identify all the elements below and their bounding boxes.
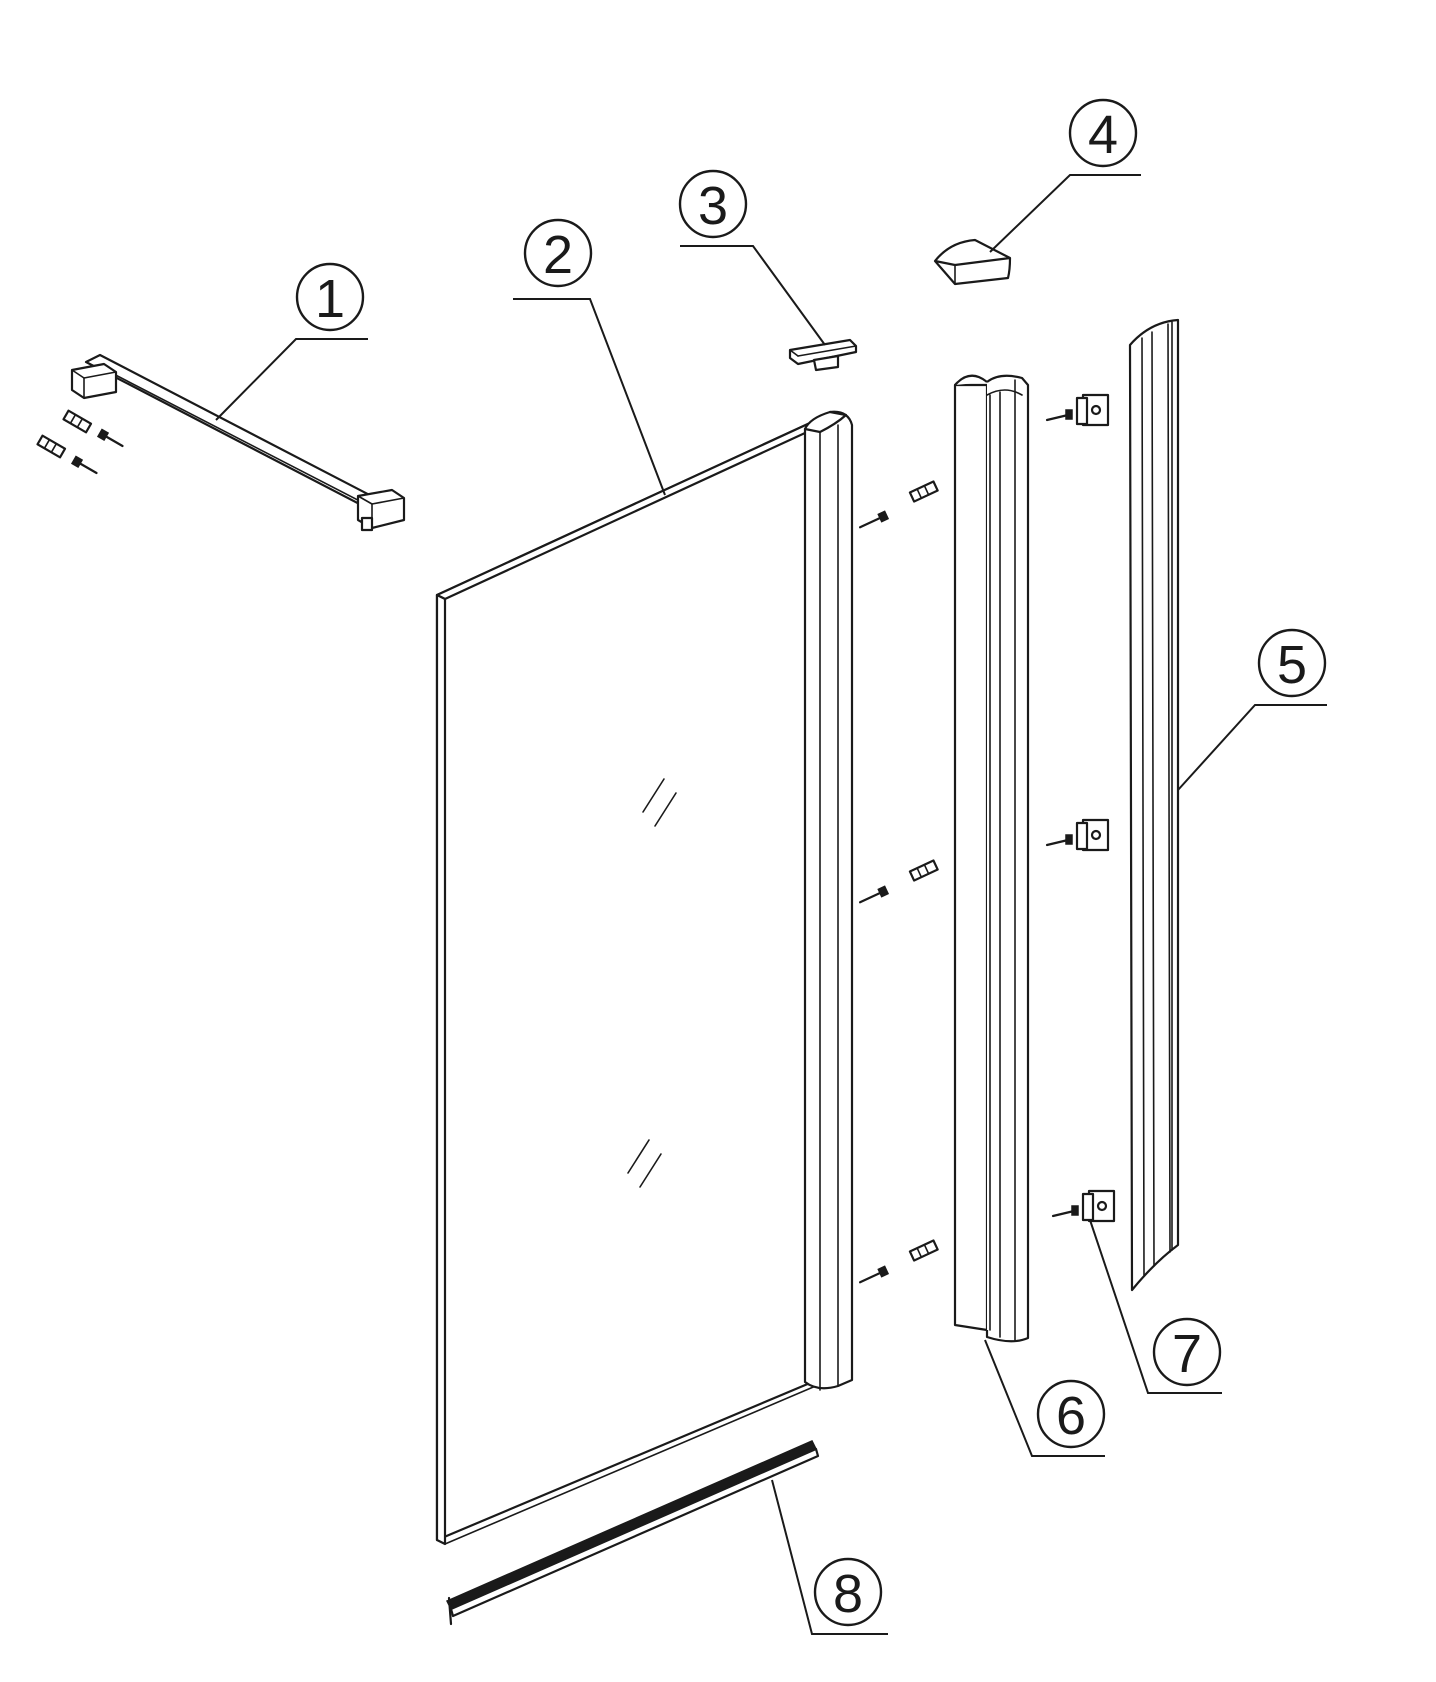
callout-5-number: 5 [1277,635,1307,695]
part-4-top-cap [933,238,1012,286]
part-7-clip-bottom [1051,1189,1116,1223]
screw-icon [858,1265,890,1284]
part-7-clip-top [1045,393,1110,427]
callout-1: 1 [295,262,365,332]
callout-6: 6 [1036,1379,1106,1449]
part-1-screws-and-plugs [36,409,124,475]
part-1-stabilizer-bar [70,353,406,532]
screw-icon [858,885,890,904]
part-3-end-cap [788,338,858,372]
screw-icon [70,455,98,475]
leader-4 [989,174,1141,253]
callout-6-number: 6 [1056,1386,1086,1446]
part-6-screws-and-plugs [858,480,939,1284]
callout-3: 3 [678,169,748,239]
part-2-wall-profile [803,410,854,1391]
callout-7: 7 [1152,1317,1222,1387]
part-6-wall-channel [953,374,1030,1343]
leader-2 [513,298,666,496]
callout-8-number: 8 [833,1564,863,1624]
wall-plug-icon [908,859,939,882]
callout-3-number: 3 [698,176,728,236]
leader-7 [1089,1219,1222,1394]
wall-plug-icon [908,1239,939,1262]
leader-3 [680,245,826,346]
callout-4: 4 [1068,98,1138,168]
leader-1 [215,338,368,421]
screw-icon [858,510,890,529]
callout-8: 8 [813,1557,883,1627]
part-8-bottom-seal [445,1440,820,1626]
callout-2-number: 2 [543,225,573,285]
leader-8 [771,1479,888,1635]
leader-6 [984,1339,1105,1457]
part-5-cover-profile [1128,318,1180,1292]
callout-4-number: 4 [1088,105,1118,165]
part-2-glass-panel [435,421,820,1546]
wall-plug-icon [908,480,939,503]
callout-5: 5 [1257,628,1327,698]
wall-plug-icon [62,409,93,434]
part-7-clip-middle [1045,818,1110,852]
callout-2: 2 [523,218,593,288]
callout-7-number: 7 [1172,1324,1202,1384]
screw-icon [96,428,124,448]
leader-5 [1177,704,1327,791]
wall-plug-icon [36,434,67,459]
leader-lines [215,174,1327,1635]
callout-1-number: 1 [315,269,345,329]
